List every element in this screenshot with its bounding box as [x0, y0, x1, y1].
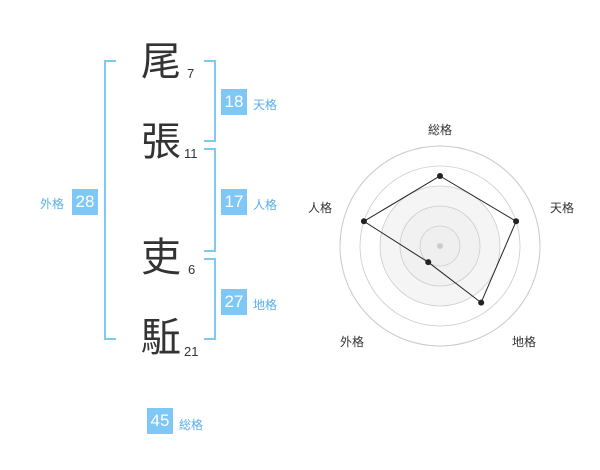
- radar-axis-label-tenkaku: 天格: [550, 200, 574, 215]
- name-char-2: 張: [141, 119, 181, 165]
- chikaku-label: 地格: [253, 298, 278, 312]
- radar-polygon: [362, 175, 517, 304]
- name-char-1-strokes: 7: [187, 66, 195, 81]
- radar-point: [478, 299, 485, 306]
- jinkaku-bracket: [204, 148, 216, 252]
- radar-point: [437, 173, 443, 179]
- name-char-3-strokes: 6: [188, 262, 196, 277]
- gaikaku-bracket: [104, 60, 116, 340]
- radar-axis-label-chikaku: 地格: [512, 334, 536, 349]
- radar-rings: [339, 145, 541, 347]
- radar-axis-label-soukaku: 総格: [428, 122, 452, 137]
- name-char-4: 駈: [141, 315, 181, 361]
- radar-axis-label-jinkaku: 人格: [308, 200, 332, 215]
- radar-chart: 総格 天格 地格 外格 人格: [308, 122, 574, 349]
- radar-point: [513, 218, 520, 225]
- tenkaku-label: 天格: [253, 98, 278, 112]
- name-char-4-strokes: 21: [184, 344, 199, 359]
- soukaku-label: 総格: [179, 418, 204, 432]
- radar-center: [437, 243, 443, 249]
- jinkaku-badge: 17: [221, 189, 247, 215]
- name-char-1: 尾: [141, 39, 181, 85]
- jinkaku-label: 人格: [253, 198, 278, 212]
- tenkaku-badge: 18: [221, 89, 247, 115]
- tenkaku-bracket: [204, 60, 216, 142]
- radar-point: [425, 259, 432, 266]
- radar-ring-outer: [339, 145, 541, 347]
- gaikaku-label: 外格: [40, 197, 65, 211]
- radar-point: [360, 218, 367, 225]
- radar-ring: [359, 165, 521, 327]
- name-char-2-strokes: 11: [184, 146, 198, 161]
- chikaku-bracket: [204, 258, 216, 340]
- soukaku-badge: 45: [147, 408, 173, 434]
- chikaku-badge: 27: [221, 289, 247, 315]
- name-char-3: 吏: [141, 235, 181, 281]
- gaikaku-badge: 28: [72, 189, 98, 215]
- radar-points: [360, 173, 520, 306]
- radar-axis-label-gaikaku: 外格: [340, 334, 364, 349]
